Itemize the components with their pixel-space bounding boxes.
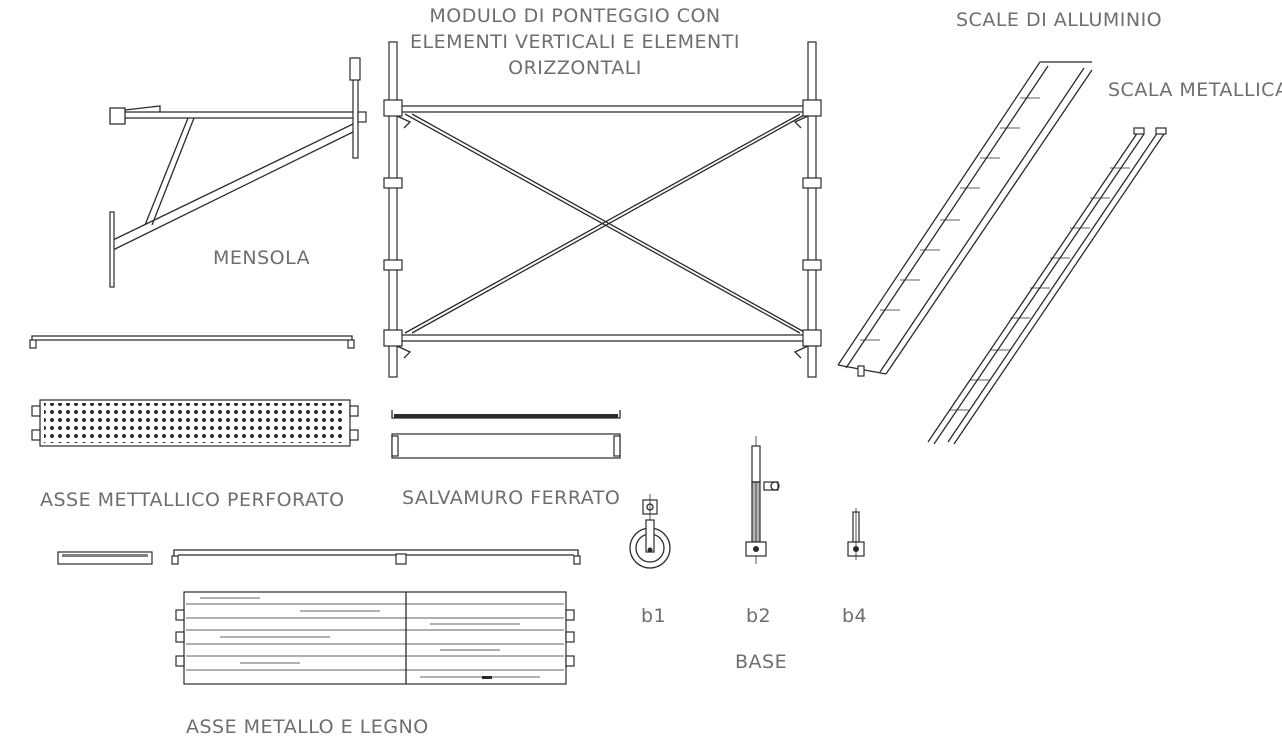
- base-b4-jack: [847, 508, 865, 560]
- label-base-b2: b2: [746, 605, 771, 627]
- label-mensola: MENSOLA: [213, 247, 310, 269]
- perforated-board: [31, 399, 359, 447]
- label-modulo-line1: MODULO DI PONTEGGIO CON: [429, 5, 720, 27]
- plank-side-view: [29, 335, 355, 349]
- label-base-b1: b1: [641, 605, 666, 627]
- base-b1-wheel: [629, 494, 671, 569]
- metal-ladder: [927, 127, 1167, 445]
- wood-board-side: [171, 549, 581, 565]
- toe-board: [391, 410, 621, 459]
- label-modulo-line3: ORIZZONTALI: [508, 57, 642, 79]
- label-base-b4: b4: [842, 605, 867, 627]
- scaffolding-frame: [383, 41, 822, 378]
- label-scale-alluminio: SCALE DI ALLUMINIO: [956, 9, 1162, 31]
- label-salvamuro: SALVAMURO FERRATO: [402, 487, 620, 509]
- label-base: BASE: [735, 651, 787, 673]
- small-plank-end: [57, 551, 153, 565]
- wood-board-top: [175, 591, 575, 685]
- label-scala-metallica: SCALA METALLICA: [1108, 79, 1282, 101]
- mensola-bracket: [109, 57, 367, 288]
- base-b2-jack: [745, 436, 780, 564]
- label-modulo-line2: ELEMENTI VERTICALI E ELEMENTI: [410, 31, 740, 53]
- label-asse-perforato: ASSE METTALLICO PERFORATO: [40, 489, 345, 511]
- aluminium-ladder: [837, 61, 1093, 377]
- label-asse-legno: ASSE METALLO E LEGNO: [186, 716, 429, 738]
